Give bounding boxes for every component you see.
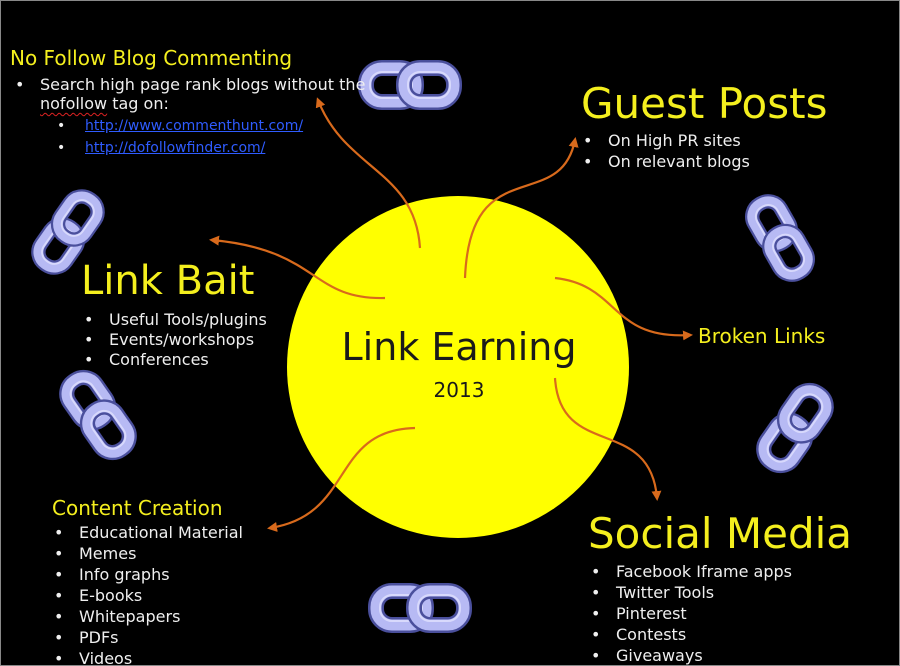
list-item: Events/workshops: [84, 330, 267, 350]
list-item: Memes: [54, 543, 243, 564]
list-item: On High PR sites: [583, 130, 750, 151]
list-item: http://dofollowfinder.com/: [57, 137, 365, 159]
broken-links-title: Broken Links: [698, 324, 826, 348]
list-item: E-books: [54, 585, 243, 606]
list-item: http://www.commenthunt.com/: [57, 115, 365, 137]
center-title: Link Earning: [341, 325, 577, 369]
list-item: Whitepapers: [54, 606, 243, 627]
center-circle: [287, 196, 629, 538]
guest-posts-title: Guest Posts: [581, 79, 828, 128]
content-creation-list: Educational Material Memes Info graphs E…: [54, 522, 243, 666]
chain-link-icon: [747, 196, 813, 280]
nofollow-item-text-end: tag on:: [107, 94, 169, 113]
link-bait-list: Useful Tools/plugins Events/workshops Co…: [84, 310, 267, 370]
chain-link-icon: [758, 384, 832, 471]
list-item: Contests: [591, 624, 792, 645]
list-item: Videos: [54, 648, 243, 666]
list-item: On relevant blogs: [583, 151, 750, 172]
arrow-to-social-media: [553, 377, 662, 501]
dofollowfinder-link[interactable]: http://dofollowfinder.com/: [85, 140, 266, 156]
list-item: Giveaways: [591, 645, 792, 666]
guest-posts-list: On High PR sites On relevant blogs: [583, 130, 750, 172]
nofollow-item-word: nofollow: [40, 94, 108, 113]
list-item: PDFs: [54, 627, 243, 648]
list-item: Facebook Iframe apps: [591, 561, 792, 582]
chain-link-icon: [376, 591, 464, 625]
chain-link-icon: [366, 68, 454, 102]
chain-link-icon: [61, 371, 135, 458]
arrow-to-link-bait: [209, 235, 386, 300]
social-media-title: Social Media: [588, 509, 853, 558]
nofollow-title: No Follow Blog Commenting: [10, 46, 293, 70]
list-item: Conferences: [84, 350, 267, 370]
arrow-to-guest-posts: [463, 137, 579, 279]
commenthunt-link[interactable]: http://www.commenthunt.com/: [85, 118, 304, 134]
nofollow-item-text: Search high page rank blogs without the: [40, 75, 366, 94]
list-item: Twitter Tools: [591, 582, 792, 603]
arrow-to-content-creation: [267, 426, 416, 532]
list-item: Useful Tools/plugins: [84, 310, 267, 330]
nofollow-links: http://www.commenthunt.com/ http://dofol…: [57, 115, 365, 159]
content-creation-title: Content Creation: [52, 496, 223, 520]
link-bait-title: Link Bait: [81, 258, 255, 304]
nofollow-list: Search high page rank blogs without the …: [15, 75, 366, 159]
list-item: Search high page rank blogs without the …: [15, 75, 366, 159]
social-media-list: Facebook Iframe apps Twitter Tools Pinte…: [591, 561, 792, 666]
arrow-to-broken-links: [554, 276, 693, 341]
list-item: Info graphs: [54, 564, 243, 585]
list-item: Pinterest: [591, 603, 792, 624]
list-item: Educational Material: [54, 522, 243, 543]
center-year: 2013: [433, 378, 485, 402]
